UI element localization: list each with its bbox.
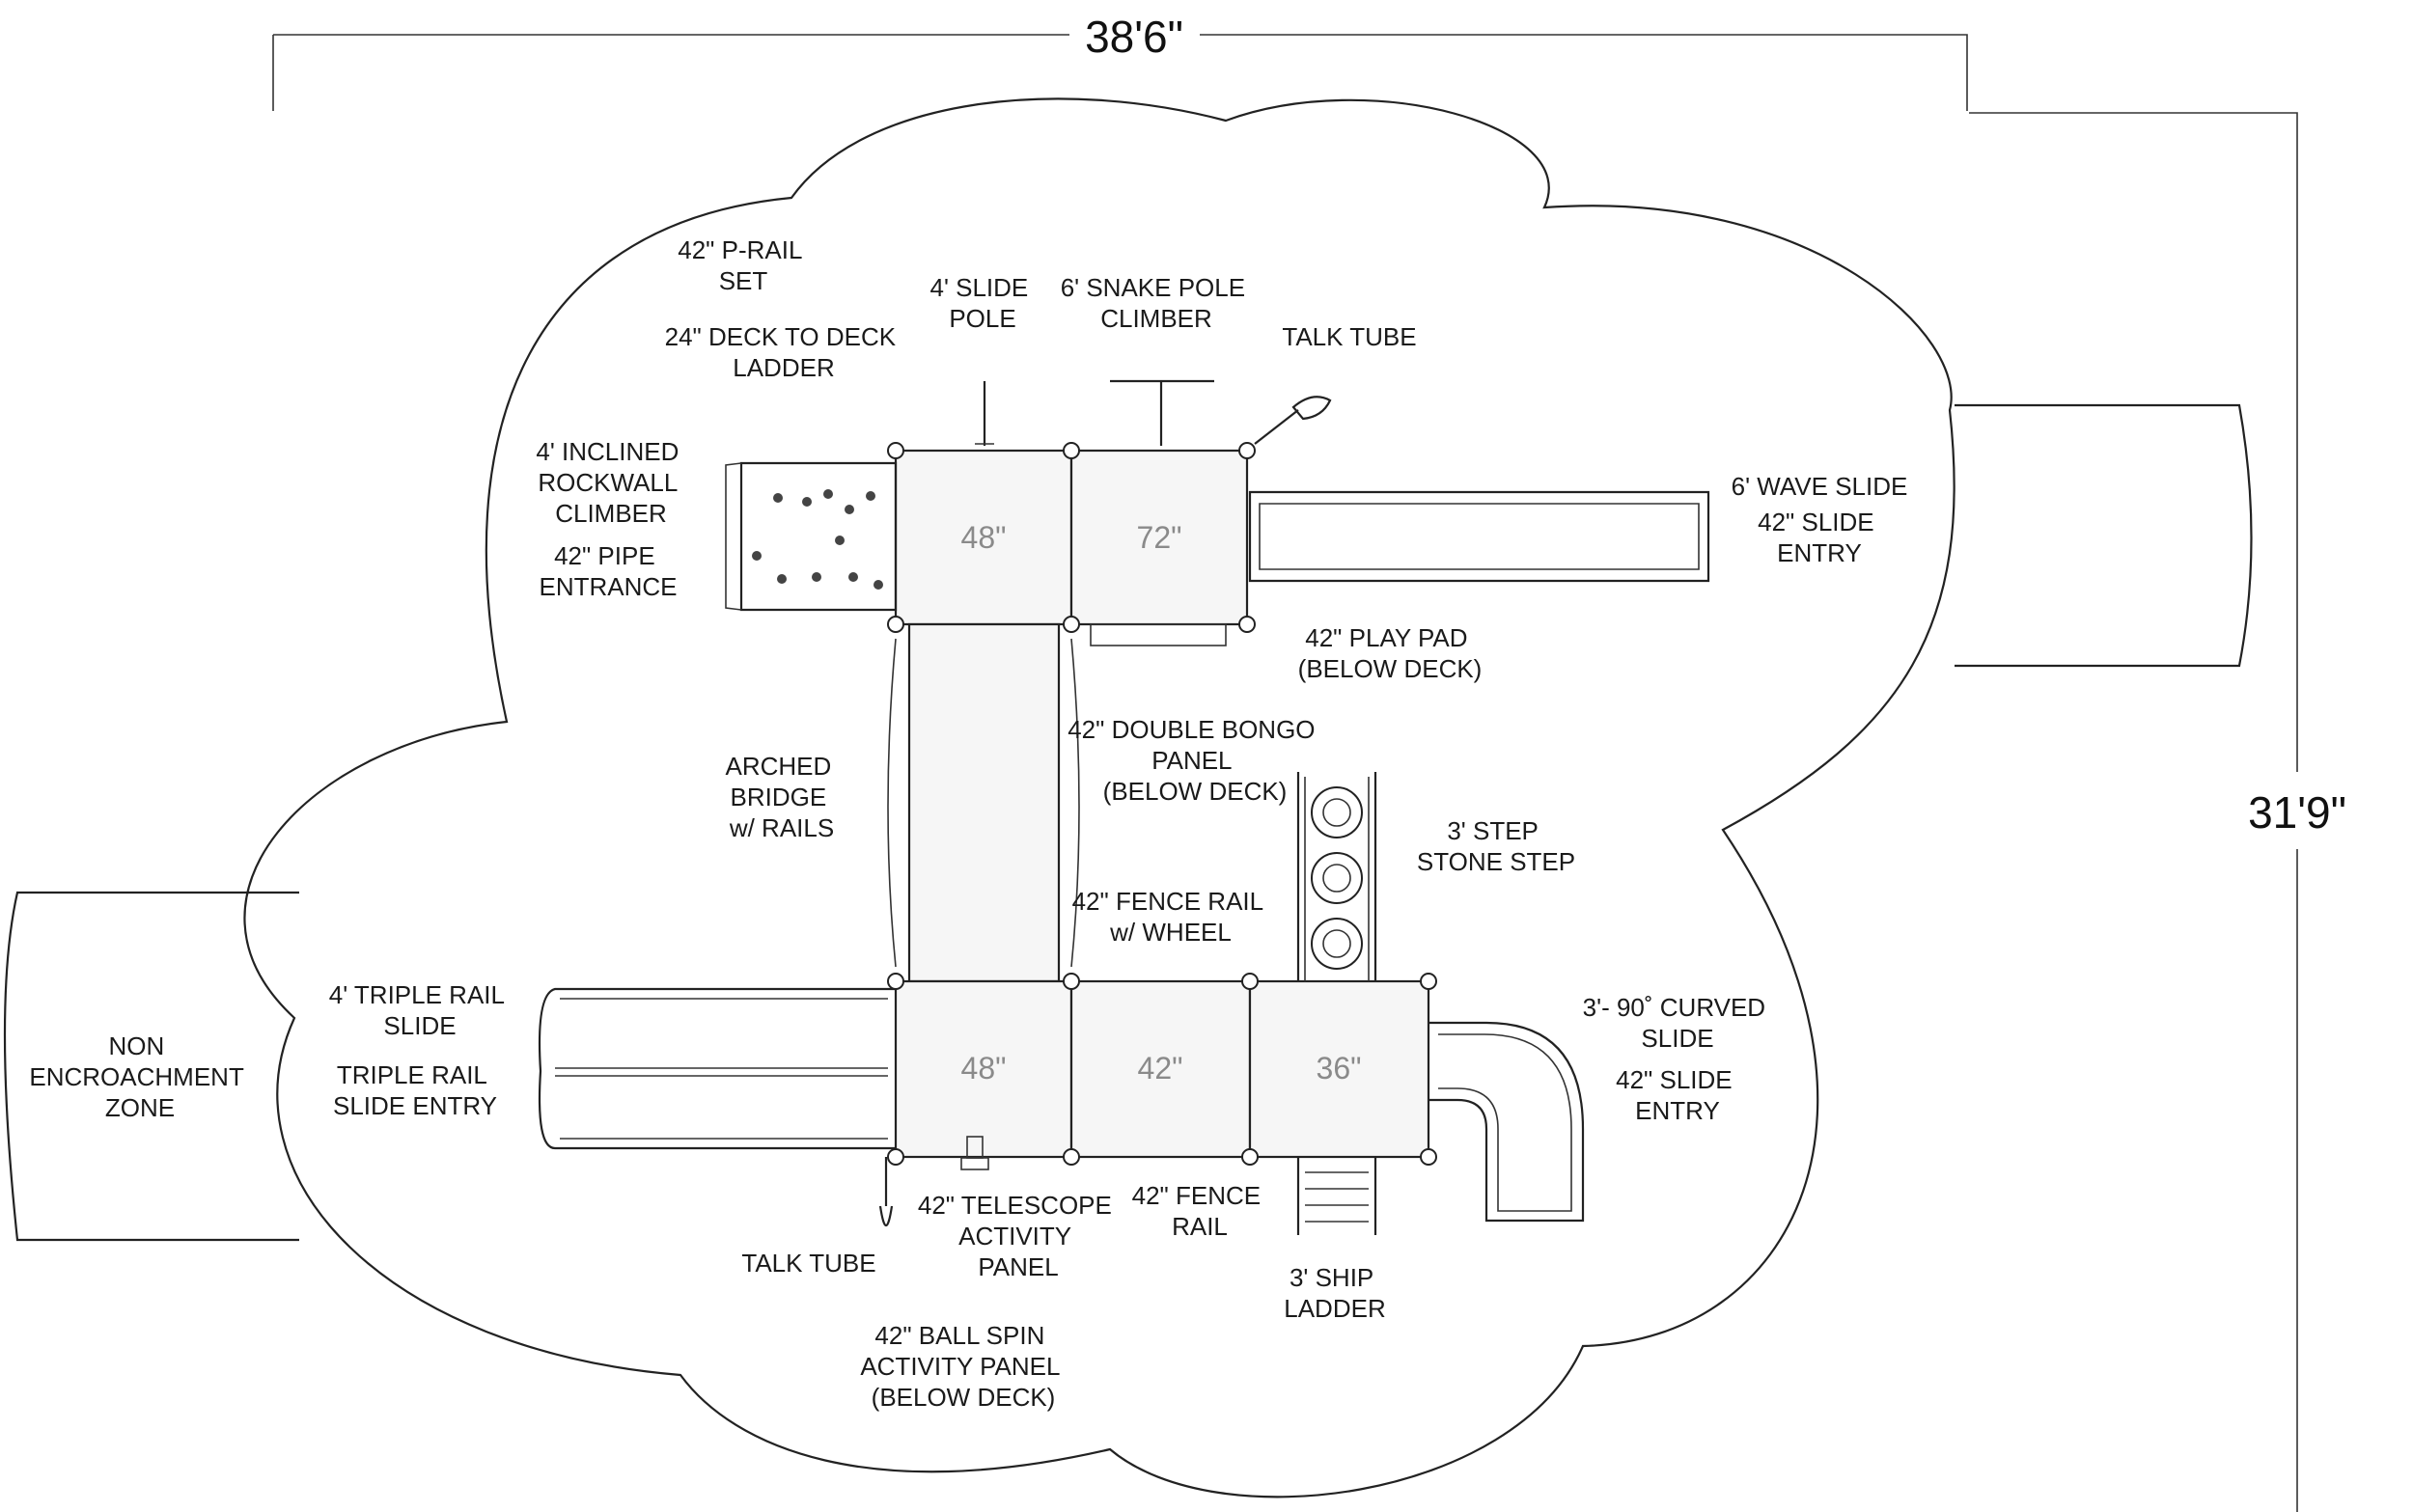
label-telescope-panel: 42" TELESCOPE ACTIVITY PANEL [918, 1191, 1119, 1281]
deck-height-48-lower: 48" [961, 1051, 1007, 1086]
lower-decks [894, 979, 1430, 1159]
play-pad [1090, 623, 1227, 646]
deck-height-42: 42" [1138, 1051, 1183, 1086]
deck-36 [1248, 979, 1430, 1159]
label-slide-pole: 4' SLIDE POLE [929, 273, 1035, 333]
arched-bridge [907, 622, 1061, 983]
label-talk-tube-bottom: TALK TUBE [741, 1249, 875, 1278]
telescope-panel [960, 1136, 989, 1170]
label-deck-to-deck-ladder: 24" DECK TO DECK LADDER [665, 322, 903, 382]
posts [887, 442, 1437, 1166]
talk-tube-top [1254, 396, 1332, 445]
label-ball-spin-panel: 42" BALL SPIN ACTIVITY PANEL (BELOW DECK… [860, 1321, 1066, 1412]
label-triple-rail-entry: TRIPLE RAIL SLIDE ENTRY [333, 1060, 497, 1120]
label-pipe-entrance: 42" PIPE ENTRANCE [539, 541, 677, 601]
rockwall-climber [725, 461, 898, 612]
slide-pole [975, 381, 994, 446]
label-curved-slide: 3'- 90˚ CURVED SLIDE [1583, 993, 1773, 1053]
talk-tube-bottom [878, 1157, 894, 1227]
label-fence-rail-wheel: 42" FENCE RAIL w/ WHEEL [1072, 887, 1270, 947]
label-arched-bridge: ARCHED BRIDGE w/ RAILS [725, 752, 838, 842]
label-slide-entry-bottom: 42" SLIDE ENTRY [1616, 1065, 1739, 1125]
non-encroachment-zone-left [3, 891, 299, 1242]
height-dimension-text: 31'9" [2248, 787, 2346, 838]
label-ship-ladder: 3' SHIP LADDER [1284, 1263, 1385, 1323]
label-triple-rail-slide: 4' TRIPLE RAIL SLIDE [329, 980, 512, 1040]
ship-ladder [1296, 1157, 1377, 1235]
label-snake-pole-climber: 6' SNAKE POLE CLIMBER [1061, 273, 1253, 333]
height-dimension: 31'9" [1969, 112, 2346, 1512]
width-dimension: 38'6" [272, 12, 1968, 111]
label-double-bongo: 42" DOUBLE BONGO PANEL (BELOW DECK) [1068, 715, 1322, 806]
snake-pole-climber [1110, 379, 1214, 446]
deck-height-36: 36" [1317, 1051, 1362, 1086]
width-dimension-text: 38'6" [1085, 12, 1183, 62]
label-talk-tube-top: TALK TUBE [1282, 322, 1416, 351]
use-zone-outline [243, 97, 1955, 1498]
label-slide-entry-top: 42" SLIDE ENTRY [1758, 508, 1881, 567]
label-p-rail-set: 42" P-RAIL SET [678, 235, 808, 295]
label-rockwall-climber: 4' INCLINED ROCKWALL CLIMBER [536, 437, 685, 528]
curved-slide [1428, 1021, 1585, 1223]
deck-height-72: 72" [1137, 520, 1182, 555]
label-fence-rail: 42" FENCE RAIL [1132, 1181, 1268, 1241]
label-non-encroachment: NON ENCROACHMENT ZONE [29, 1031, 250, 1122]
slide-exit-zone-right [1955, 403, 2253, 668]
label-wave-slide: 6' WAVE SLIDE [1732, 472, 1908, 501]
upper-decks [894, 449, 1249, 626]
label-play-pad: 42" PLAY PAD (BELOW DECK) [1298, 623, 1483, 683]
deck-72 [1069, 449, 1249, 626]
deck-height-48-upper: 48" [961, 520, 1007, 555]
deck-48-lower [894, 979, 1073, 1159]
step-stone-step [1296, 772, 1377, 981]
label-step-stone: 3' STEP STONE STEP [1417, 816, 1575, 876]
wave-slide [1248, 490, 1710, 583]
triple-rail-slide [538, 987, 896, 1150]
